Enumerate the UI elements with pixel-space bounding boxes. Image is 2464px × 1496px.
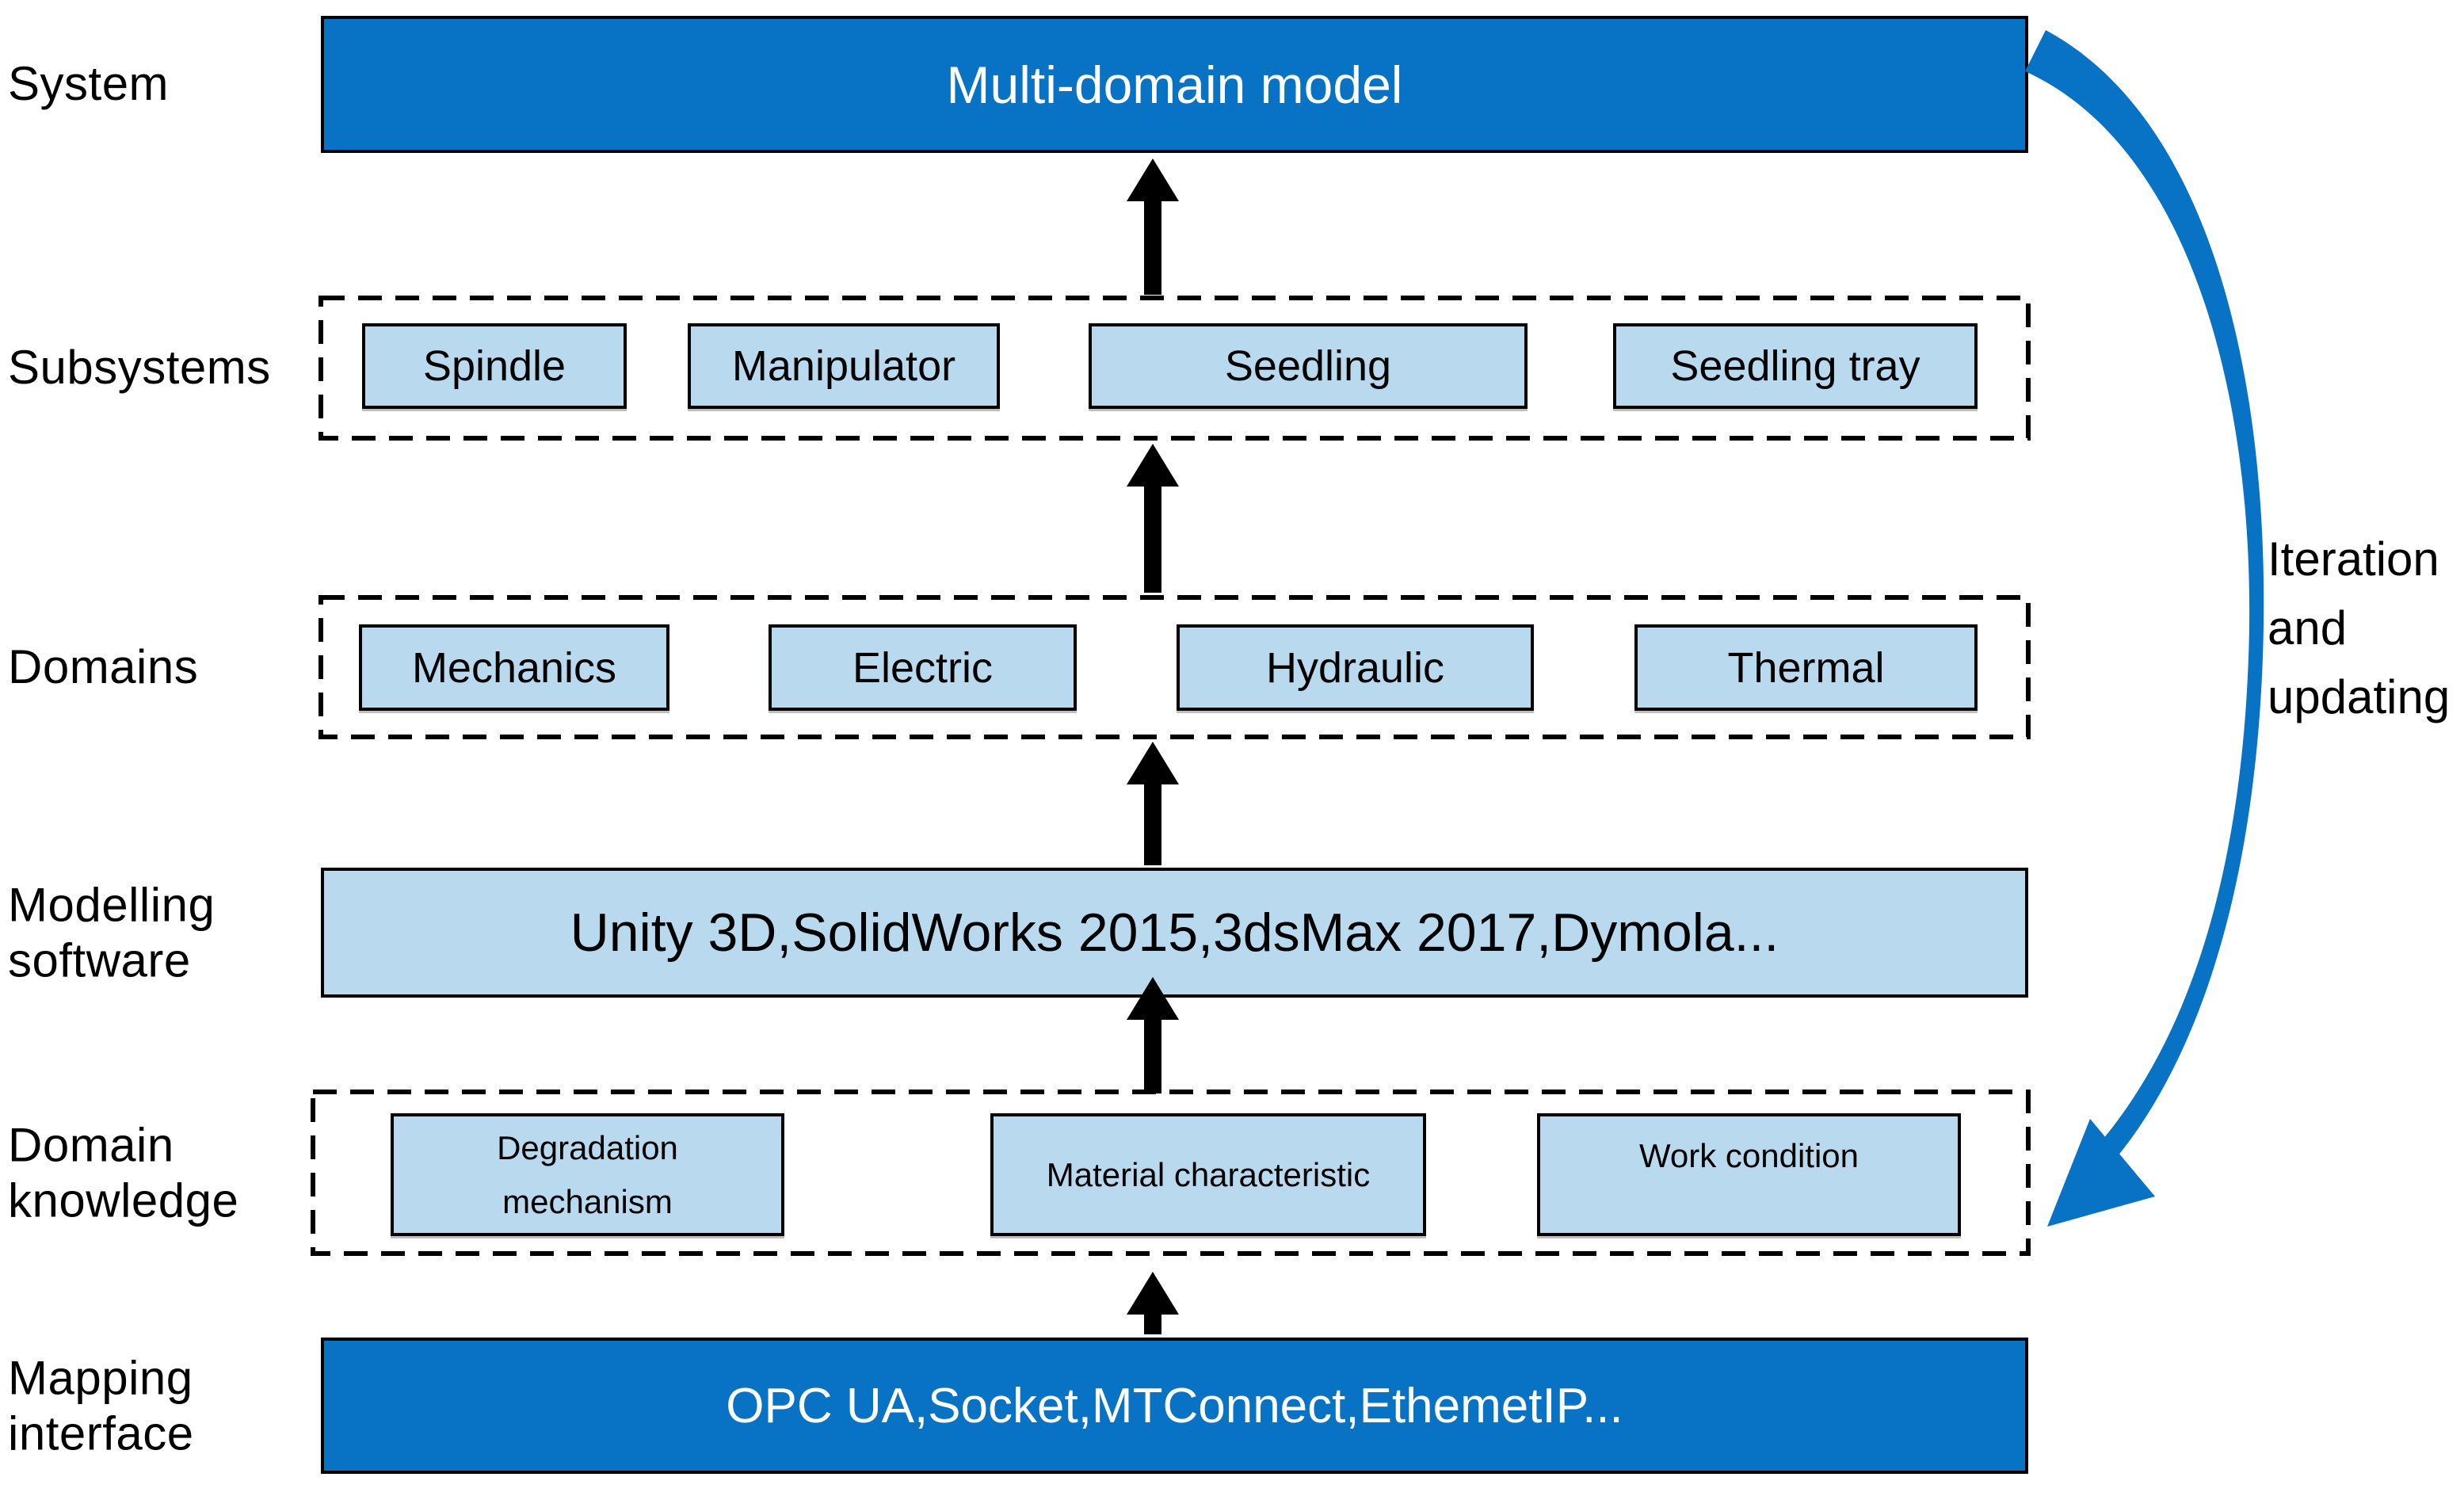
layer-label-domains: Domains bbox=[8, 640, 199, 694]
domain-box-mechanics: Mechanics bbox=[359, 624, 669, 711]
subsystem-box-label: Spindle bbox=[422, 342, 566, 390]
annotation-line: and bbox=[2268, 601, 2348, 654]
domain-box-hydraulic: Hydraulic bbox=[1177, 624, 1534, 711]
subsystem-box-label: Seedling bbox=[1224, 342, 1392, 390]
knowledge-box-work-condition: Work condition bbox=[1537, 1113, 1961, 1236]
subsystem-box-label: Seedling tray bbox=[1670, 342, 1920, 390]
layer-label-domain-knowledge: Domain knowledge bbox=[8, 1118, 239, 1227]
knowledge-box-material-characteristic: Material characteristic bbox=[990, 1113, 1426, 1236]
subsystem-box-label: Manipulator bbox=[731, 342, 956, 390]
annotation-line: updating bbox=[2268, 670, 2451, 723]
subsystem-box-seedling-tray: Seedling tray bbox=[1613, 323, 1978, 409]
domain-box-label: Hydraulic bbox=[1265, 643, 1445, 692]
domain-box-label: Thermal bbox=[1727, 643, 1885, 692]
up-arrow-icon bbox=[1127, 1272, 1179, 1334]
domain-box-thermal: Thermal bbox=[1634, 624, 1978, 711]
iteration-arrow-icon bbox=[2025, 30, 2264, 1227]
knowledge-box-label: Material characteristic bbox=[1046, 1155, 1371, 1193]
system-bar-text: Multi-domain model bbox=[946, 55, 1403, 114]
modelling-software-bar: Unity 3D,SolidWorks 2015,3dsMax 2017,Dym… bbox=[321, 868, 2028, 998]
domain-box-electric: Electric bbox=[769, 624, 1077, 711]
system-bar: Multi-domain model bbox=[321, 16, 2028, 153]
layer-label-modelling-software: Modelling software bbox=[8, 878, 216, 987]
subsystem-box-seedling: Seedling bbox=[1089, 323, 1528, 409]
annotation-iteration-updating: Iteration and updating bbox=[2268, 525, 2464, 731]
subsystem-box-spindle: Spindle bbox=[362, 323, 627, 409]
layer-label-subsystems: Subsystems bbox=[8, 341, 271, 395]
knowledge-box-label: Work condition bbox=[1638, 1137, 1859, 1174]
knowledge-box-label: Degradation mechanism bbox=[497, 1129, 678, 1220]
up-arrow-icon bbox=[1127, 158, 1179, 295]
subsystem-box-manipulator: Manipulator bbox=[688, 323, 1000, 409]
knowledge-box-degradation-mechanism: Degradation mechanism bbox=[391, 1113, 784, 1236]
annotation-line: Iteration bbox=[2268, 532, 2439, 586]
up-arrow-icon bbox=[1127, 444, 1179, 593]
domain-box-label: Electric bbox=[852, 643, 994, 692]
up-arrow-icon bbox=[1127, 742, 1179, 865]
domain-box-label: Mechanics bbox=[411, 643, 617, 692]
layer-label-system: System bbox=[8, 57, 170, 111]
mapping-interface-bar: OPC UA,Socket,MTConnect,EthemetIP... bbox=[321, 1338, 2028, 1474]
layer-label-mapping-interface: Mapping interface bbox=[8, 1351, 194, 1460]
mapping-interface-bar-text: OPC UA,Socket,MTConnect,EthemetIP... bbox=[726, 1378, 1623, 1433]
modelling-software-bar-text: Unity 3D,SolidWorks 2015,3dsMax 2017,Dym… bbox=[570, 903, 1779, 963]
